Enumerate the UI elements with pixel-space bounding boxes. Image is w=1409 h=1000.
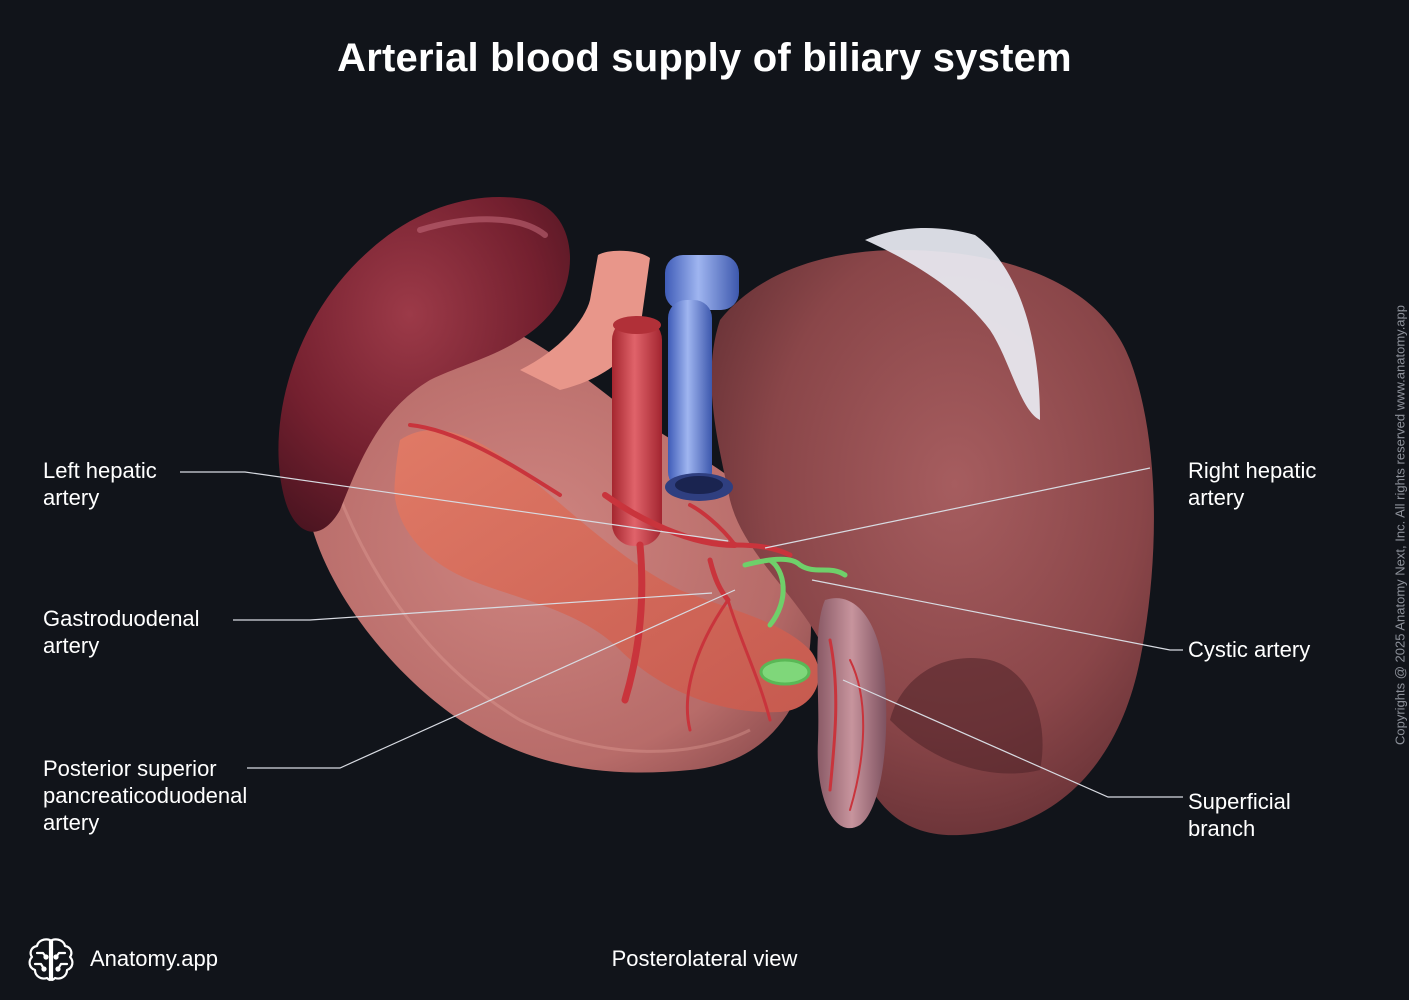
leader-superficial <box>842 679 1183 798</box>
cystic-vessels <box>742 556 848 686</box>
duodenum <box>817 598 887 829</box>
leader-post-sup-pd <box>247 589 736 769</box>
leader-gastroduodenal <box>233 592 713 621</box>
inferior-vena-cava <box>665 255 739 501</box>
page-title: Arterial blood supply of biliary system <box>337 36 1072 80</box>
label-cystic-artery: Cystic artery <box>1188 637 1311 662</box>
view-caption: Posterolateral view <box>611 946 798 971</box>
leader-lines <box>180 467 1183 798</box>
brand: Anatomy.app <box>26 934 218 984</box>
leader-left-hepatic <box>180 471 729 542</box>
brand-name: Anatomy.app <box>90 946 219 971</box>
label-right-hepatic-artery: Right hepatic artery <box>1188 458 1317 510</box>
copyright-notice: Copyrights @ 2025 Anatomy Next, Inc. All… <box>1392 305 1408 745</box>
label-superficial-branch: Superficial branch <box>1188 789 1291 841</box>
label-posterior-superior-pancreaticoduodenal-artery: Posterior superior pancreaticoduodenal a… <box>43 756 248 835</box>
hepatic-arteries <box>408 423 865 811</box>
leader-cystic <box>811 579 1183 651</box>
abdominal-aorta <box>612 316 662 546</box>
spleen <box>278 197 570 532</box>
pancreas <box>394 430 819 713</box>
liver <box>711 228 1154 836</box>
leader-right-hepatic <box>764 467 1151 549</box>
label-gastroduodenal-artery: Gastroduodenal artery <box>43 606 200 658</box>
label-left-hepatic-artery: Left hepatic artery <box>43 458 157 510</box>
brain-logo-icon <box>28 938 74 982</box>
